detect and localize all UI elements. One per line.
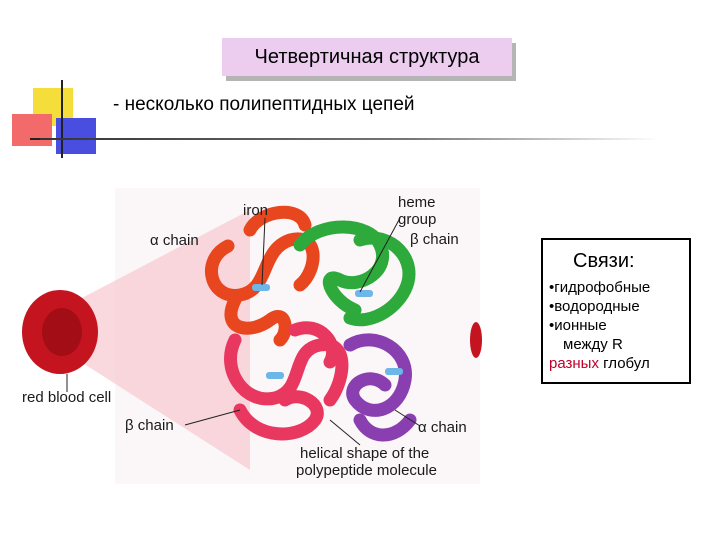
leader-lines bbox=[66, 217, 421, 446]
label-heme-line1: heme bbox=[398, 194, 436, 211]
bond-note-globules: разных глобул bbox=[549, 354, 650, 373]
alpha-chain-purple bbox=[343, 333, 417, 442]
label-helical-line2: polypeptide molecule bbox=[296, 462, 437, 479]
label-red-blood-cell: red blood cell bbox=[22, 389, 111, 406]
bond-note-red-word: разных bbox=[549, 355, 599, 372]
bond-item-hydrophobic: •гидрофобные bbox=[549, 279, 651, 296]
slide-title-text: Четвертичная структура bbox=[254, 45, 480, 68]
label-alpha-chain-bottom: α chain bbox=[418, 419, 467, 436]
heme-markers bbox=[252, 284, 403, 379]
label-iron: iron bbox=[243, 202, 268, 219]
slide-title: Четвертичная структура bbox=[222, 38, 512, 76]
bond-note-between-r: между R bbox=[563, 336, 623, 353]
label-beta-chain-right: β chain bbox=[410, 231, 459, 248]
label-alpha-chain-left: α chain bbox=[150, 232, 199, 249]
label-heme-line2: group bbox=[398, 211, 436, 228]
bonds-list: •гидрофобные •водородные •ионные между R… bbox=[549, 278, 650, 373]
bond-item-ionic: •ионные bbox=[549, 317, 607, 334]
beta-chain-green bbox=[293, 220, 416, 327]
beta-chain-pink bbox=[224, 321, 349, 441]
deco-square-red bbox=[12, 114, 52, 146]
bonds-box: Связи: •гидрофобные •водородные •ионные … bbox=[541, 238, 691, 384]
bond-item-hydrogen: •водородные bbox=[549, 298, 640, 315]
label-helical-line1: helical shape of the bbox=[300, 445, 429, 462]
deco-vertical-line bbox=[61, 80, 63, 158]
title-divider bbox=[40, 138, 660, 140]
bond-note-rest: глобул bbox=[598, 355, 650, 372]
label-beta-chain-bottom: β chain bbox=[125, 417, 174, 434]
bonds-heading: Связи: bbox=[573, 250, 635, 272]
alpha-chain-orange bbox=[205, 205, 320, 347]
slide-subtitle: - несколько полипептидных цепей bbox=[113, 94, 415, 115]
